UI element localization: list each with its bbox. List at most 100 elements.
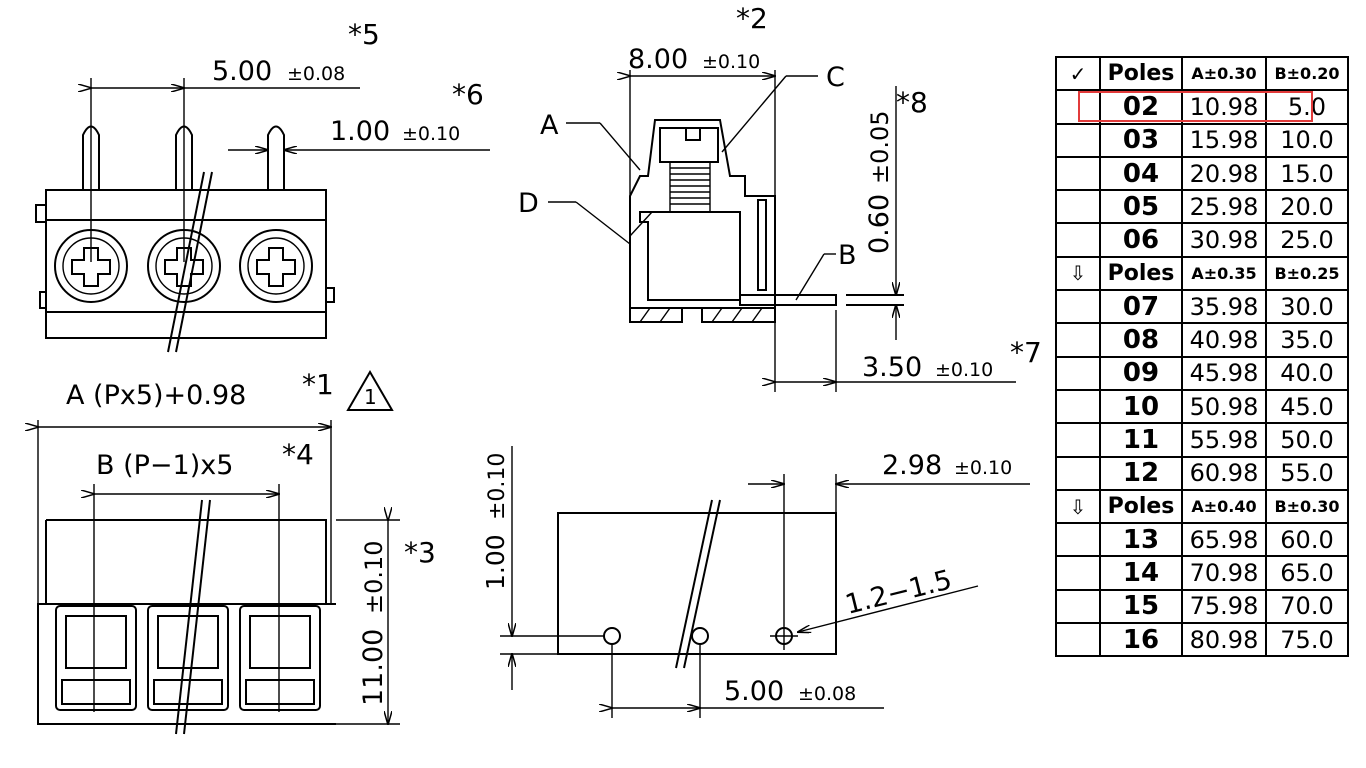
b-value-cell: 5.0 [1265,89,1349,125]
hole-dia-value: 1.2−1.5 [842,564,955,620]
top-view: 5.00 ±0.08 *5 1.00 ±0.10 *6 [35,18,490,353]
b-value-cell: 10.0 [1265,122,1349,158]
poles-cell: 15 [1099,588,1183,625]
a-value-cell: 40.98 [1181,322,1267,358]
table-header-cell: A±0.30 [1181,55,1267,92]
table-header-cell: B±0.30 [1265,488,1349,525]
poles-cell: 06 [1099,222,1183,258]
table-marker-cell [1055,588,1101,625]
pin-length-value: 3.50 [862,352,922,383]
table-header-cell: Poles [1099,255,1183,292]
b-value-cell: 70.0 [1265,588,1349,625]
a-value-cell: 60.98 [1181,455,1267,491]
a-value-cell: 15.98 [1181,122,1267,158]
poles-cell: 11 [1099,422,1183,458]
b-value-cell: 15.0 [1265,155,1349,192]
hole-3-icon [770,622,798,650]
poles-cell: 04 [1099,155,1183,192]
pitch-dim-value: 5.00 [212,56,272,87]
pcb-edge-value: 2.98 [882,450,942,481]
a-value-cell: 10.98 [1181,89,1267,125]
height-tol: ±0.10 [360,540,388,614]
a-value-cell: 70.98 [1181,555,1267,591]
table-header-cell: A±0.40 [1181,488,1267,525]
height-value: 11.00 [358,629,389,706]
down-arrow-icon: ⇩ [1055,488,1101,525]
table-marker-cell [1055,189,1101,225]
hole-2-icon [691,627,709,645]
table-marker-cell [1055,289,1101,325]
b-value-cell: 35.0 [1265,322,1349,358]
table-header-cell: B±0.20 [1265,55,1349,92]
b-value-cell: 75.0 [1265,622,1349,658]
table-header-cell: Poles [1099,488,1183,525]
poles-cell: 14 [1099,555,1183,591]
pin-length-tol: ±0.10 [935,359,993,381]
poles-cell: 12 [1099,455,1183,491]
poles-cell: 02 [1099,89,1183,125]
b-value-cell: 65.0 [1265,555,1349,591]
poles-cell: 08 [1099,322,1183,358]
note-6: *6 [452,78,484,111]
table-header-cell: A±0.35 [1181,255,1267,292]
side-view: *2 8.00 ±0.10 [518,2,1042,392]
poles-cell: 05 [1099,189,1183,225]
a-value-cell: 35.98 [1181,289,1267,325]
note-2: *2 [736,2,768,35]
pcb-pitch-value: 5.00 [724,676,784,707]
b-value-cell: 30.0 [1265,289,1349,325]
table-marker-cell [1055,155,1101,192]
poles-cell: 10 [1099,388,1183,425]
check-icon: ✓ [1055,55,1101,92]
table-marker-cell [1055,622,1101,658]
table-marker-cell [1055,89,1101,125]
a-value-cell: 55.98 [1181,422,1267,458]
front-view: A (Px5)+0.98 *1 1 B (P−1)x5 *4 [38,368,436,735]
dim-b-label: B (P−1)x5 [96,450,233,481]
label-b: B [838,240,857,271]
table-marker-cell [1055,122,1101,158]
b-value-cell: 55.0 [1265,455,1349,491]
body-width-tol: ±0.10 [702,51,760,73]
note-3: *3 [404,536,436,569]
hole-1-icon [603,627,621,645]
down-arrow-icon: ⇩ [1055,255,1101,292]
b-value-cell: 40.0 [1265,355,1349,391]
pin-thickness-value: 0.60 [864,194,895,254]
poles-cell: 09 [1099,355,1183,391]
table-marker-cell [1055,555,1101,591]
pin-thickness-tol: ±0.05 [866,110,894,184]
table-marker-cell [1055,355,1101,391]
a-value-cell: 80.98 [1181,622,1267,658]
b-value-cell: 25.0 [1265,222,1349,258]
table-marker-cell [1055,455,1101,491]
screw-3-icon [239,229,313,303]
note-7: *7 [1010,336,1042,369]
note-4: *4 [282,438,314,471]
poles-cell: 13 [1099,522,1183,558]
table-marker-cell [1055,222,1101,258]
b-value-cell: 60.0 [1265,522,1349,558]
table-marker-cell [1055,388,1101,425]
poles-cell: 16 [1099,622,1183,658]
pitch-dim-tol: ±0.08 [287,63,345,85]
note-8: *8 [896,86,928,119]
poles-cell: 07 [1099,289,1183,325]
a-value-cell: 65.98 [1181,522,1267,558]
